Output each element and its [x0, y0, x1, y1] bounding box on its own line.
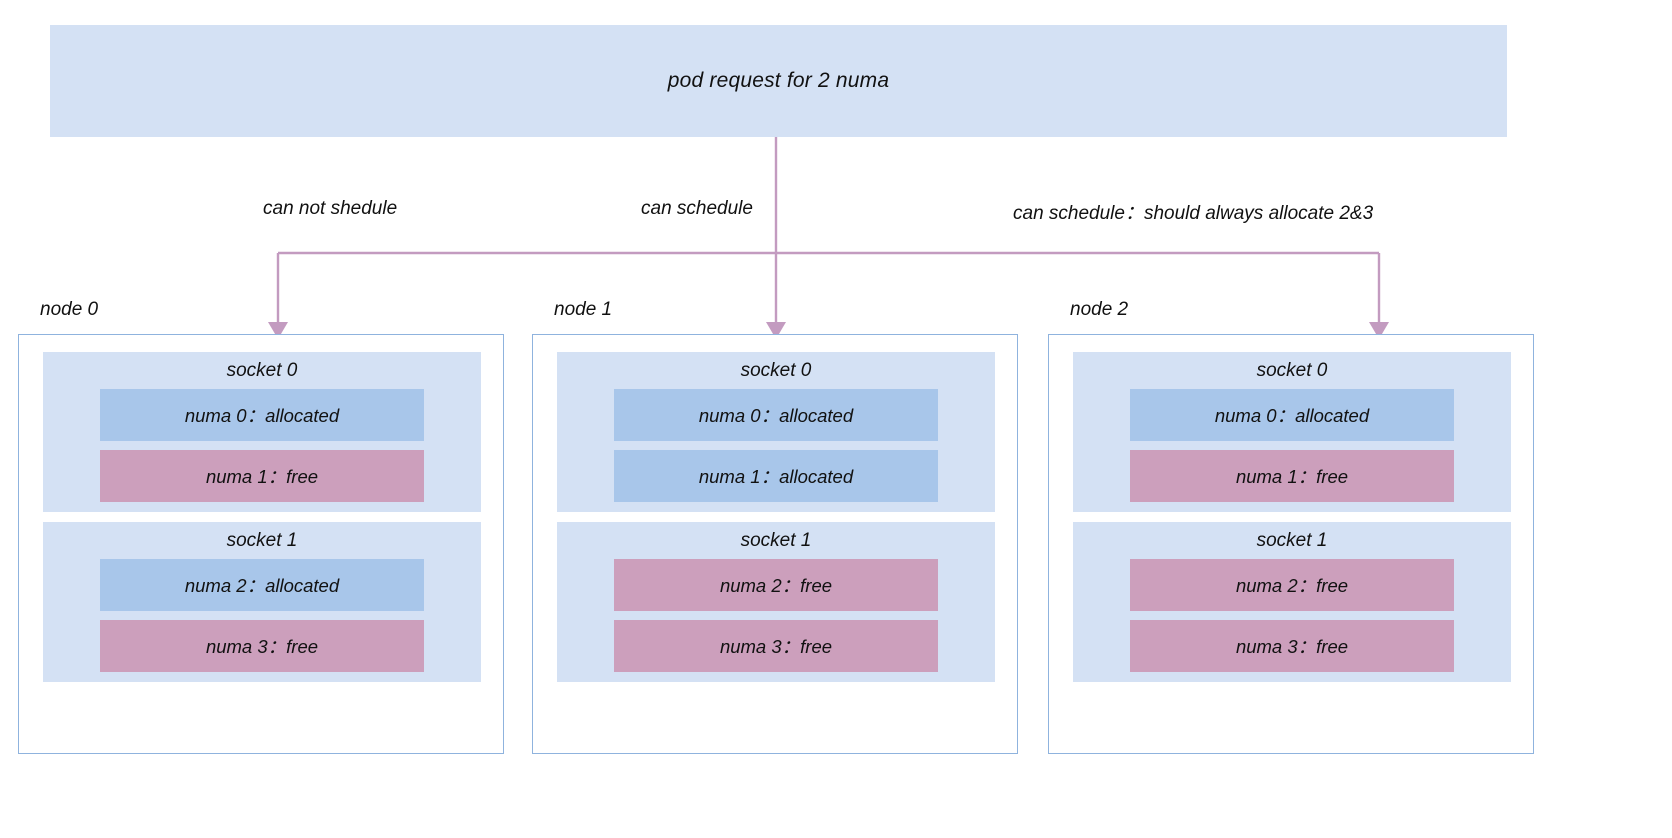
pod-request-label: pod request for 2 numa: [667, 69, 890, 92]
socket-box-0-0: socket 0 numa 0：allocated numa 1：free: [43, 352, 481, 512]
branch-label-node0: can not shedule: [263, 198, 398, 219]
node-box-0: socket 0 numa 0：allocated numa 1：free so…: [18, 334, 504, 754]
numa-cell-2-1-0: numa 2：free: [1129, 559, 1455, 611]
node-column-1: node 1 socket 0 numa 0：allocated numa 1：…: [532, 298, 1018, 754]
socket-title-1-0: socket 0: [740, 360, 812, 381]
numa-cell-1-0-1: numa 1：allocated: [613, 450, 939, 502]
numa-cell-1-1-0: numa 2：free: [613, 559, 939, 611]
numa-cell-2-0-0: numa 0：allocated: [1129, 389, 1455, 441]
node-title-2: node 2: [1070, 299, 1129, 320]
node-column-0: node 0 socket 0 numa 0：allocated numa 1：…: [18, 298, 504, 754]
node-box-2: socket 0 numa 0：allocated numa 1：free so…: [1048, 334, 1534, 754]
branch-label-node1: can schedule: [641, 198, 753, 219]
numa-cell-1-0-0: numa 0：allocated: [613, 389, 939, 441]
numa-cell-0-1-0: numa 2：allocated: [99, 559, 425, 611]
branch-label-node2: can schedule：should always allocate 2&3: [1013, 203, 1374, 224]
socket-title-0-0: socket 0: [226, 360, 298, 381]
socket-box-1-0: socket 0 numa 0：allocated numa 1：allocat…: [557, 352, 995, 512]
numa-cell-2-1-1: numa 3：free: [1129, 620, 1455, 672]
socket-title-2-0: socket 0: [1256, 360, 1328, 381]
socket-title-0-1: socket 1: [226, 530, 298, 551]
node-title-0: node 0: [40, 299, 99, 320]
socket-title-1-1: socket 1: [740, 530, 812, 551]
numa-cell-2-0-1: numa 1：free: [1129, 450, 1455, 502]
socket-box-2-0: socket 0 numa 0：allocated numa 1：free: [1073, 352, 1511, 512]
node-box-1: socket 0 numa 0：allocated numa 1：allocat…: [532, 334, 1018, 754]
socket-box-0-1: socket 1 numa 2：allocated numa 3：free: [43, 522, 481, 682]
socket-title-2-1: socket 1: [1256, 530, 1328, 551]
node-column-2: node 2 socket 0 numa 0：allocated numa 1：…: [1048, 298, 1534, 754]
socket-box-1-1: socket 1 numa 2：free numa 3：free: [557, 522, 995, 682]
socket-box-2-1: socket 1 numa 2：free numa 3：free: [1073, 522, 1511, 682]
numa-cell-0-0-0: numa 0：allocated: [99, 389, 425, 441]
numa-cell-0-0-1: numa 1：free: [99, 450, 425, 502]
node-title-1: node 1: [554, 299, 613, 320]
pod-request-box: pod request for 2 numa: [50, 25, 1507, 137]
numa-cell-0-1-1: numa 3：free: [99, 620, 425, 672]
numa-cell-1-1-1: numa 3：free: [613, 620, 939, 672]
